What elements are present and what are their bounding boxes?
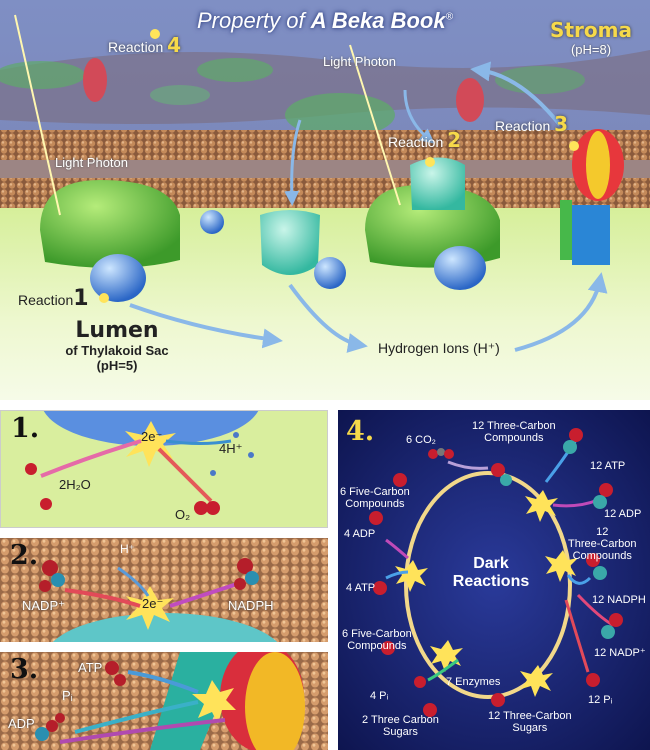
label-line: Three-Carbon [568,538,637,550]
dark-reactions-title-line2: Reactions [452,573,530,590]
lumen-ph: (pH=5) [96,358,138,373]
stroma-label: Stroma (pH=8) [548,18,634,57]
panel-reaction-3: 3. ATP Pᵢ ADP [0,652,328,750]
lumen-title: Lumen [75,318,159,343]
panel-2-hydrogen: H⁺ [120,542,135,556]
label-line: Compounds [347,640,407,652]
watermark-brand: A Beka Book [310,8,446,33]
calvin-cycle-illustration [338,410,650,750]
watermark: Property of A Beka Book® [0,8,650,34]
panel-2-electrons: 2e⁻ [142,596,164,611]
dark-reactions-title: Dark Reactions [436,555,546,591]
panel-2-nadp: NADP⁺ [22,598,65,613]
label-4-atp: 4 ATP [346,582,376,594]
stroma-title: Stroma [550,18,632,42]
label-line: Compounds [345,498,405,510]
label-line: Sugars [383,726,418,738]
label-line: 12 Three-Carbon [472,420,556,432]
lumen-subtitle: of Thylakoid Sac [65,343,169,358]
hydrogen-ions-label: Hydrogen Ions (H⁺) [378,340,500,356]
label-4-pi: 4 Pᵢ [370,690,389,702]
lumen-label: Lumen of Thylakoid Sac (pH=5) [62,318,172,373]
panel-3-number: 3. [10,654,39,685]
thylakoid-membrane-scene: Property of A Beka Book® Stroma (pH=8) R… [0,0,650,400]
reaction-word: Reaction [18,292,74,308]
membrane-illustration [0,0,650,400]
reaction-number: 2 [447,128,462,152]
panel-1-oxygen: O₂ [175,507,191,522]
label-line: 12 Three-Carbon [488,710,572,722]
reaction-word: Reaction [108,39,164,55]
label-12-atp: 12 ATP [590,460,626,472]
reaction-2-label: Reaction 2 [388,128,461,152]
label-12-nadp: 12 NADP⁺ [594,647,646,659]
reaction-number: 3 [554,112,569,136]
label-7-enzymes: 7 Enzymes [446,676,501,688]
panel-1-illustration [1,411,327,527]
light-photon-right: Light Photon [323,54,397,69]
panel-4-number: 4. [346,416,375,447]
reaction-3-label: Reaction 3 [495,112,568,136]
panel-3-phosphate: Pᵢ [62,688,73,703]
label-line: Compounds [484,432,544,444]
stroma-ph: (pH=8) [570,42,612,57]
reaction-1-label: Reaction1 [18,286,89,311]
label-4-adp: 4 ADP [344,528,376,540]
panel-3-illustration [0,652,328,750]
panel-1-number: 1. [11,413,40,444]
label-12-pi: 12 Pᵢ [588,694,613,706]
panel-2-illustration [0,538,328,642]
label-line: Sugars [512,722,548,734]
watermark-mark: ® [445,11,453,23]
panel-1-water: 2H₂O [59,477,91,492]
label-12-nadph: 12 NADPH [592,594,646,606]
reaction-number: 1 [73,286,89,311]
label-12-adp: 12 ADP [604,508,642,520]
light-photon-left: Light Photon [55,155,129,170]
label-line: 2 Three Carbon [362,714,439,726]
reaction-number: 4 [167,33,182,57]
watermark-prefix: Property of [197,8,311,33]
panel-3-atp: ATP [78,660,103,675]
label-line: 6 Five-Carbon [340,486,410,498]
panel-2-nadph: NADPH [228,598,274,613]
label-6-co2: 6 CO₂ [406,434,436,446]
panel-1-hydrogen: 4H⁺ [219,441,243,456]
panel-1-electrons: 2e⁻ [141,429,163,444]
reaction-word: Reaction [388,134,444,150]
panel-reaction-2: 2. H⁺ 2e⁻ NADP⁺ NADPH [0,538,328,642]
dark-reactions-title-line1: Dark [473,555,509,572]
label-line: 12 [596,526,609,538]
panel-3-adp: ADP [8,716,35,731]
reaction-word: Reaction [495,118,551,134]
panel-reaction-1: 1. 2e⁻ 4H⁺ 2H₂O O₂ [0,410,328,528]
label-line: 6 Five-Carbon [342,628,412,640]
panel-2-number: 2. [10,540,39,571]
label-line: Compounds [572,550,632,562]
reaction-4-label: Reaction 4 [108,33,181,57]
